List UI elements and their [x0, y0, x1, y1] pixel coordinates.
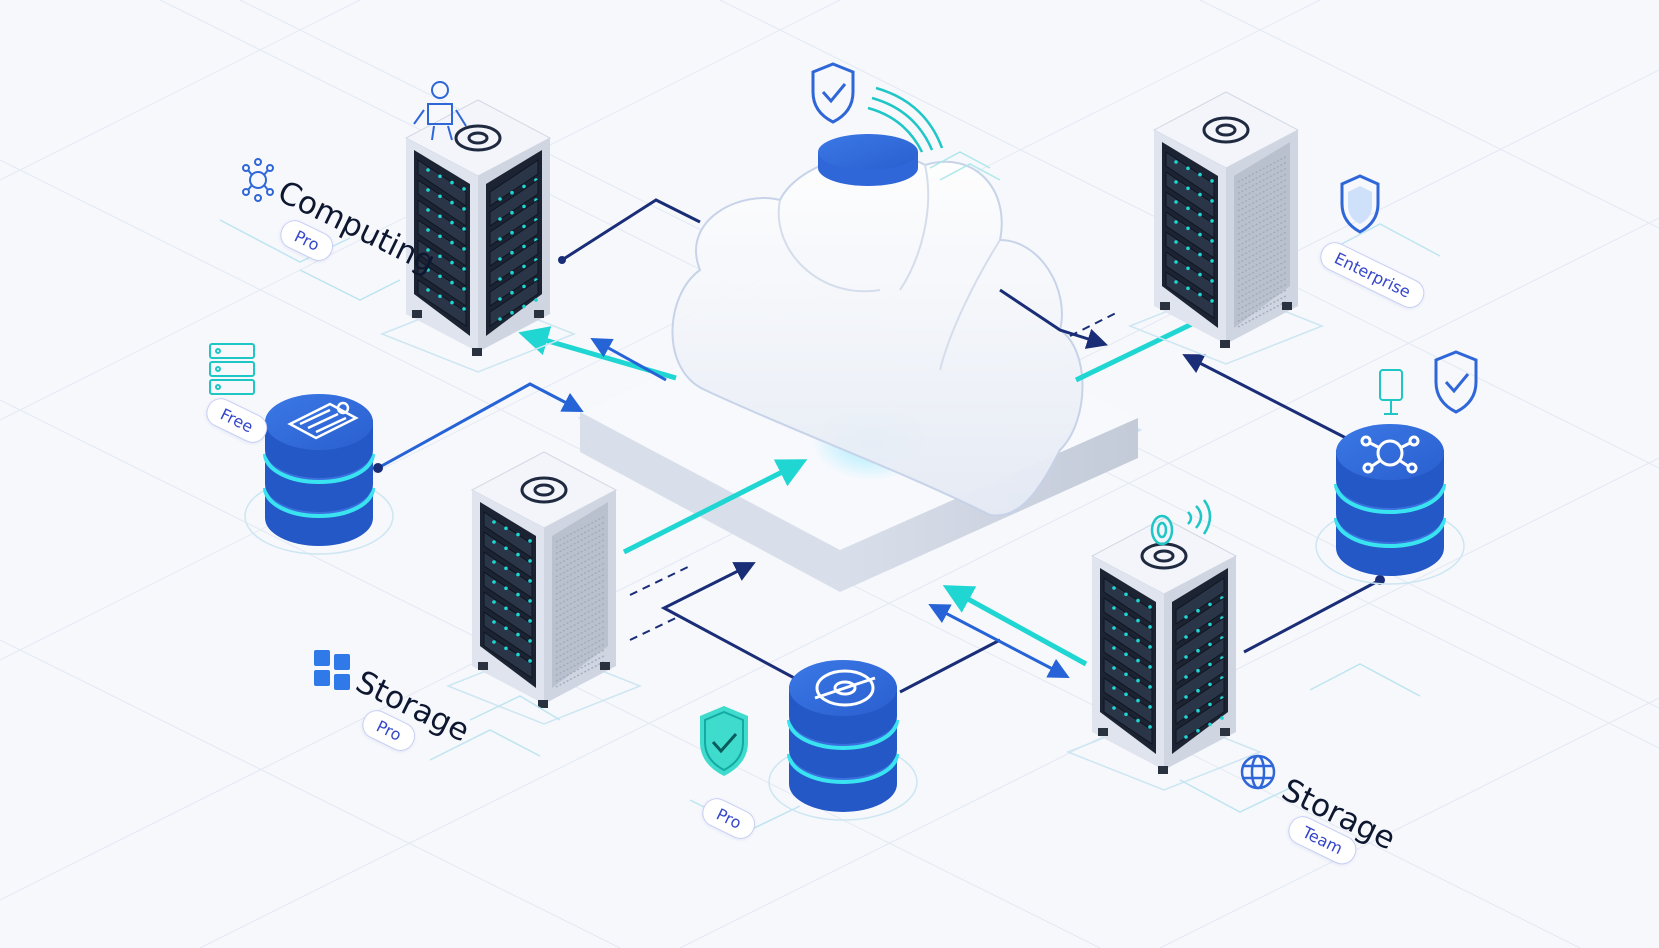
document-icon: [287, 401, 359, 440]
server-rack-icon: [1065, 517, 1263, 791]
network-node-icon: [1360, 435, 1420, 474]
database-cylinder-icon: [244, 394, 394, 555]
server-stack-icon: [209, 343, 255, 395]
tag-icon: [1379, 369, 1403, 415]
cloud-icon: [671, 153, 1084, 517]
user-icon: [413, 81, 467, 141]
shield-check-icon-right: [1434, 350, 1478, 414]
server-rack-icon: [445, 451, 643, 725]
connector-cyan-left: [622, 459, 808, 555]
database-cylinder-icon: [768, 660, 918, 821]
server-rack-icon: [379, 99, 577, 373]
target-icon: [814, 669, 876, 707]
connectors: [373, 198, 1385, 694]
grid-icon: [314, 650, 350, 690]
wifi-signal-icon: [867, 86, 944, 153]
database-icon-top: [818, 134, 918, 186]
shield-check-icon: [811, 62, 855, 124]
shield-icon-right-top: [1340, 174, 1380, 234]
network-icon: [242, 158, 274, 202]
database-cylinder-icon: [1315, 424, 1465, 585]
server-rack-icon: [1127, 91, 1325, 365]
globe-icon: [1240, 754, 1276, 790]
fingerprint-icon: [1150, 499, 1212, 546]
shield-check-icon-bottom: [700, 706, 748, 776]
circuit-lines-top: [929, 151, 1001, 181]
